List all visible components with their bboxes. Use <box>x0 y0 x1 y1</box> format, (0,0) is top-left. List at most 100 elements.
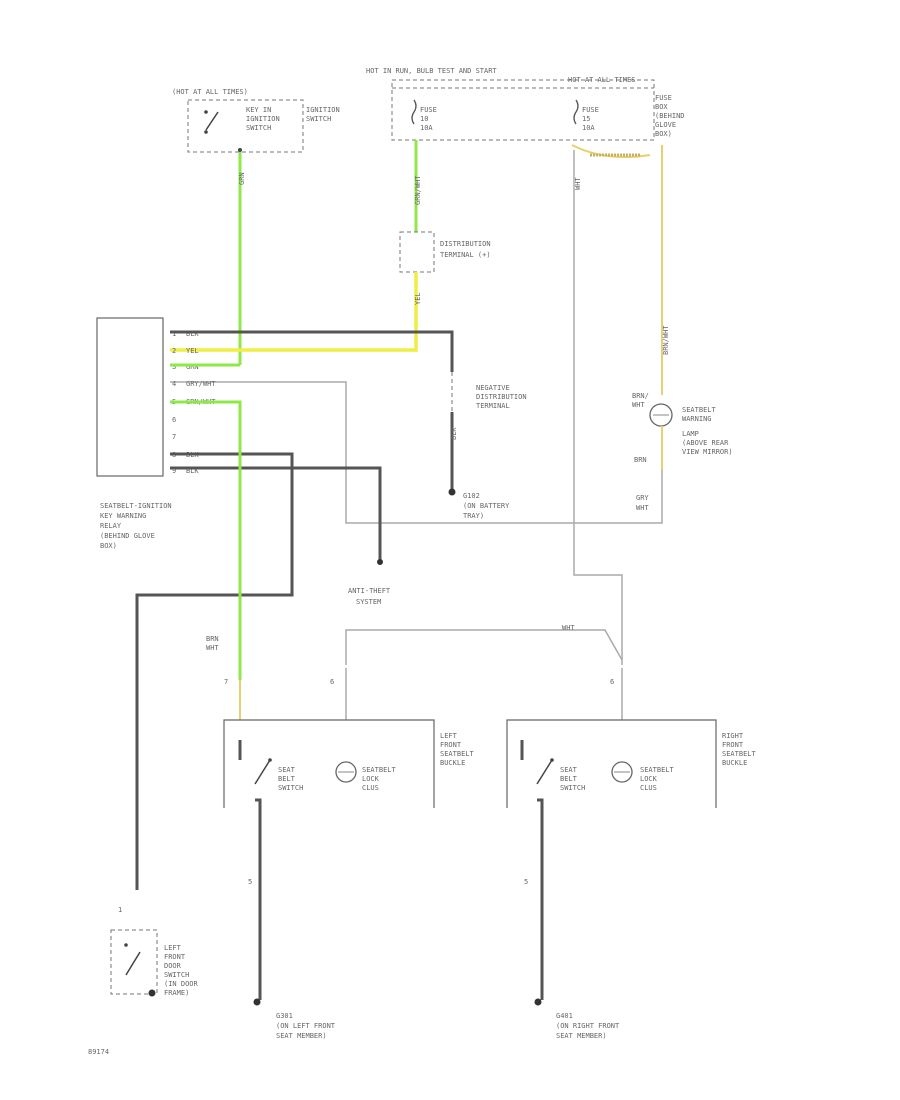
right-buckle-1: FRONT <box>722 741 744 749</box>
key-in-ignition-line1: IGNITION <box>246 115 280 123</box>
right-seat-ground-wire <box>537 798 544 1000</box>
gry-wht-0: GRY <box>636 494 649 502</box>
relay-box <box>96 317 164 477</box>
lamp-top-wire-1: WHT <box>632 401 645 409</box>
door-5: FRAME) <box>164 989 189 997</box>
fuse-left-1: 10 <box>420 115 428 123</box>
fuse-block-0: FUSE <box>655 94 672 102</box>
hot-all-times-label: HOT AT ALL TIMES <box>568 76 635 84</box>
lamp-top-wire-0: BRN/ <box>632 392 649 400</box>
left-lock-0: SEATBELT <box>362 766 397 774</box>
brn-wht-0: BRN <box>206 635 219 643</box>
g301-0: G301 <box>276 1012 293 1020</box>
gry-wht-wire <box>170 381 663 524</box>
pin-4-color: GRY/WHT <box>186 380 216 388</box>
right-lock-1: LOCK <box>640 775 658 783</box>
key-in-ignition-line0: KEY IN <box>246 106 271 114</box>
left-sbs-0: SEAT <box>278 766 296 774</box>
fuse-block-2: (BEHIND <box>655 112 685 120</box>
pin-1-color: BLK <box>186 330 199 338</box>
blk-wire-door <box>135 452 294 890</box>
yellow-wire <box>170 272 418 352</box>
right-lock-2: CLUS <box>640 784 657 792</box>
relay-label-2: RELAY <box>100 522 122 530</box>
pin-6-num: 6 <box>172 416 176 424</box>
left-seat-ground-wire <box>255 798 262 1000</box>
lamp-label-2: LAMP <box>682 430 699 438</box>
right-lock-0: SEATBELT <box>640 766 675 774</box>
ground-icon-battery <box>448 488 456 496</box>
fuse-left-0: FUSE <box>420 106 437 114</box>
g401-1: (ON RIGHT FRONT <box>556 1022 620 1030</box>
wire-label-yel: YEL <box>414 292 422 305</box>
g401-2: SEAT MEMBER) <box>556 1032 607 1040</box>
left-buckle-1: FRONT <box>440 741 462 749</box>
brn-wht-1: WHT <box>206 644 219 652</box>
ignition-switch-line0: IGNITION <box>306 106 340 114</box>
thin-wht-wire <box>573 150 623 665</box>
lamp-bottom-wire: BRN <box>634 456 647 464</box>
right-sbs-2: SWITCH <box>560 784 585 792</box>
relay-label-4: BOX) <box>100 542 117 550</box>
right-sbs-1: BELT <box>560 775 578 783</box>
fuse-block-4: BOX) <box>655 130 672 138</box>
wht-bridge-wire <box>345 629 623 665</box>
relay-label-1: KEY WARNING <box>100 512 146 520</box>
right-buckle-3: BUCKLE <box>722 759 747 767</box>
dist-term-1: TERMINAL (+) <box>440 251 491 259</box>
left-buckle-2: SEATBELT <box>440 750 475 758</box>
blk-wire-antitheft <box>170 466 382 560</box>
fuse-right-2: 10A <box>582 124 595 132</box>
door-0: LEFT <box>164 944 182 952</box>
neg-dist-1: DISTRIBUTION <box>476 393 527 401</box>
ignition-switch-line1: SWITCH <box>306 115 331 123</box>
dist-term-0: DISTRIBUTION <box>440 240 491 248</box>
pin-b-left: 7 <box>224 678 228 686</box>
door-3: SWITCH <box>164 971 189 979</box>
fuse-block-1: BOX <box>655 103 668 111</box>
g102-1: (ON BATTERY <box>463 502 510 510</box>
door-switch-pin: 1 <box>118 906 122 914</box>
distribution-terminal-box <box>399 231 435 273</box>
key-in-ignition-line2: SWITCH <box>246 124 271 132</box>
wire-label-grn: GRN <box>238 172 246 185</box>
left-buckle-3: BUCKLE <box>440 759 465 767</box>
left-lock-1: LOCK <box>362 775 380 783</box>
g301-1: (ON LEFT FRONT <box>276 1022 336 1030</box>
left-lock-lamp-icon <box>335 761 357 783</box>
left-buckle-0: LEFT <box>440 732 458 740</box>
figure-code: 89174 <box>88 1048 109 1056</box>
g102-0: G102 <box>463 492 480 500</box>
fuse-block-3: GLOVE <box>655 121 676 129</box>
pin-2-num: 2 <box>172 347 176 355</box>
pin-a-right: 6 <box>610 678 614 686</box>
door-1: FRONT <box>164 953 186 961</box>
door-4: (IN DOOR <box>164 980 199 988</box>
right-buckle-0: RIGHT <box>722 732 744 740</box>
gry-wht-1: WHT <box>636 504 649 512</box>
right-switch-icon <box>536 759 553 785</box>
relay-label-3: (BEHIND GLOVE <box>100 532 155 540</box>
pin-3-num: 3 <box>172 363 176 371</box>
right-buckle-2: SEATBELT <box>722 750 757 758</box>
hot-label-left: (HOT AT ALL TIMES) <box>172 88 248 96</box>
lamp-label-1: WARNING <box>682 415 712 423</box>
door-switch-box <box>110 929 158 995</box>
wire-label-wht: WHT <box>574 177 582 190</box>
right-lock-lamp-icon <box>611 761 633 783</box>
anti-theft-1: SYSTEM <box>356 598 381 606</box>
wht-bridge-label: WHT <box>562 624 575 632</box>
left-switch-icon <box>254 759 271 785</box>
g301-2: SEAT MEMBER) <box>276 1032 327 1040</box>
connector-antitheft <box>377 559 383 565</box>
wire-label-grn-wht: GRN/WHT <box>414 175 422 205</box>
pin-7-num: 7 <box>172 433 176 441</box>
ground-icon-left-seat <box>253 998 261 1006</box>
fuse-right-1: 15 <box>582 115 590 123</box>
left-buckle-box <box>223 719 435 808</box>
left-seat-pin: 5 <box>248 878 252 886</box>
left-lock-2: CLUS <box>362 784 379 792</box>
anti-theft-0: ANTI-THEFT <box>348 587 391 595</box>
pin-2-color: YEL <box>186 347 199 355</box>
